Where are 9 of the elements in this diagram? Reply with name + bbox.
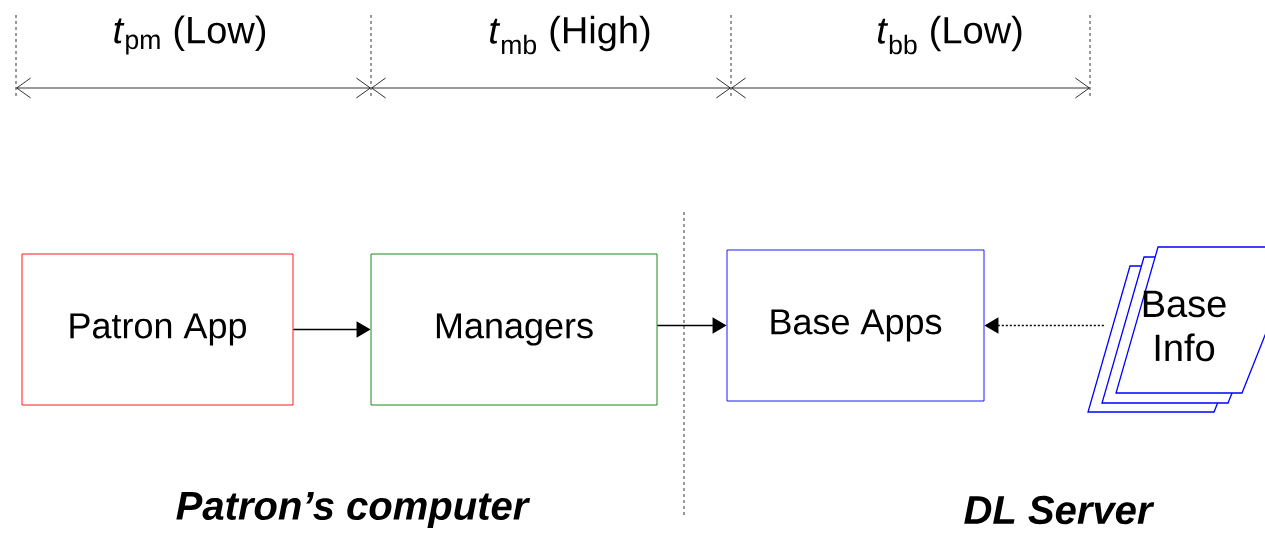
- process-box: Base Apps: [726, 249, 985, 402]
- region-label: DL Server: [964, 495, 1155, 525]
- dimension-label: t$_{bb}$ (Low): [877, 15, 1022, 55]
- process-box: Patron App: [21, 253, 294, 406]
- process-box: Managers: [370, 253, 658, 406]
- region-label: Patron’s computer: [176, 492, 531, 528]
- dimension-label: t$_{mb}$ (High): [490, 15, 650, 55]
- document-stack: Base Info: [1087, 246, 1265, 413]
- dimension-label: t$_{pm}$ (Low): [114, 15, 266, 55]
